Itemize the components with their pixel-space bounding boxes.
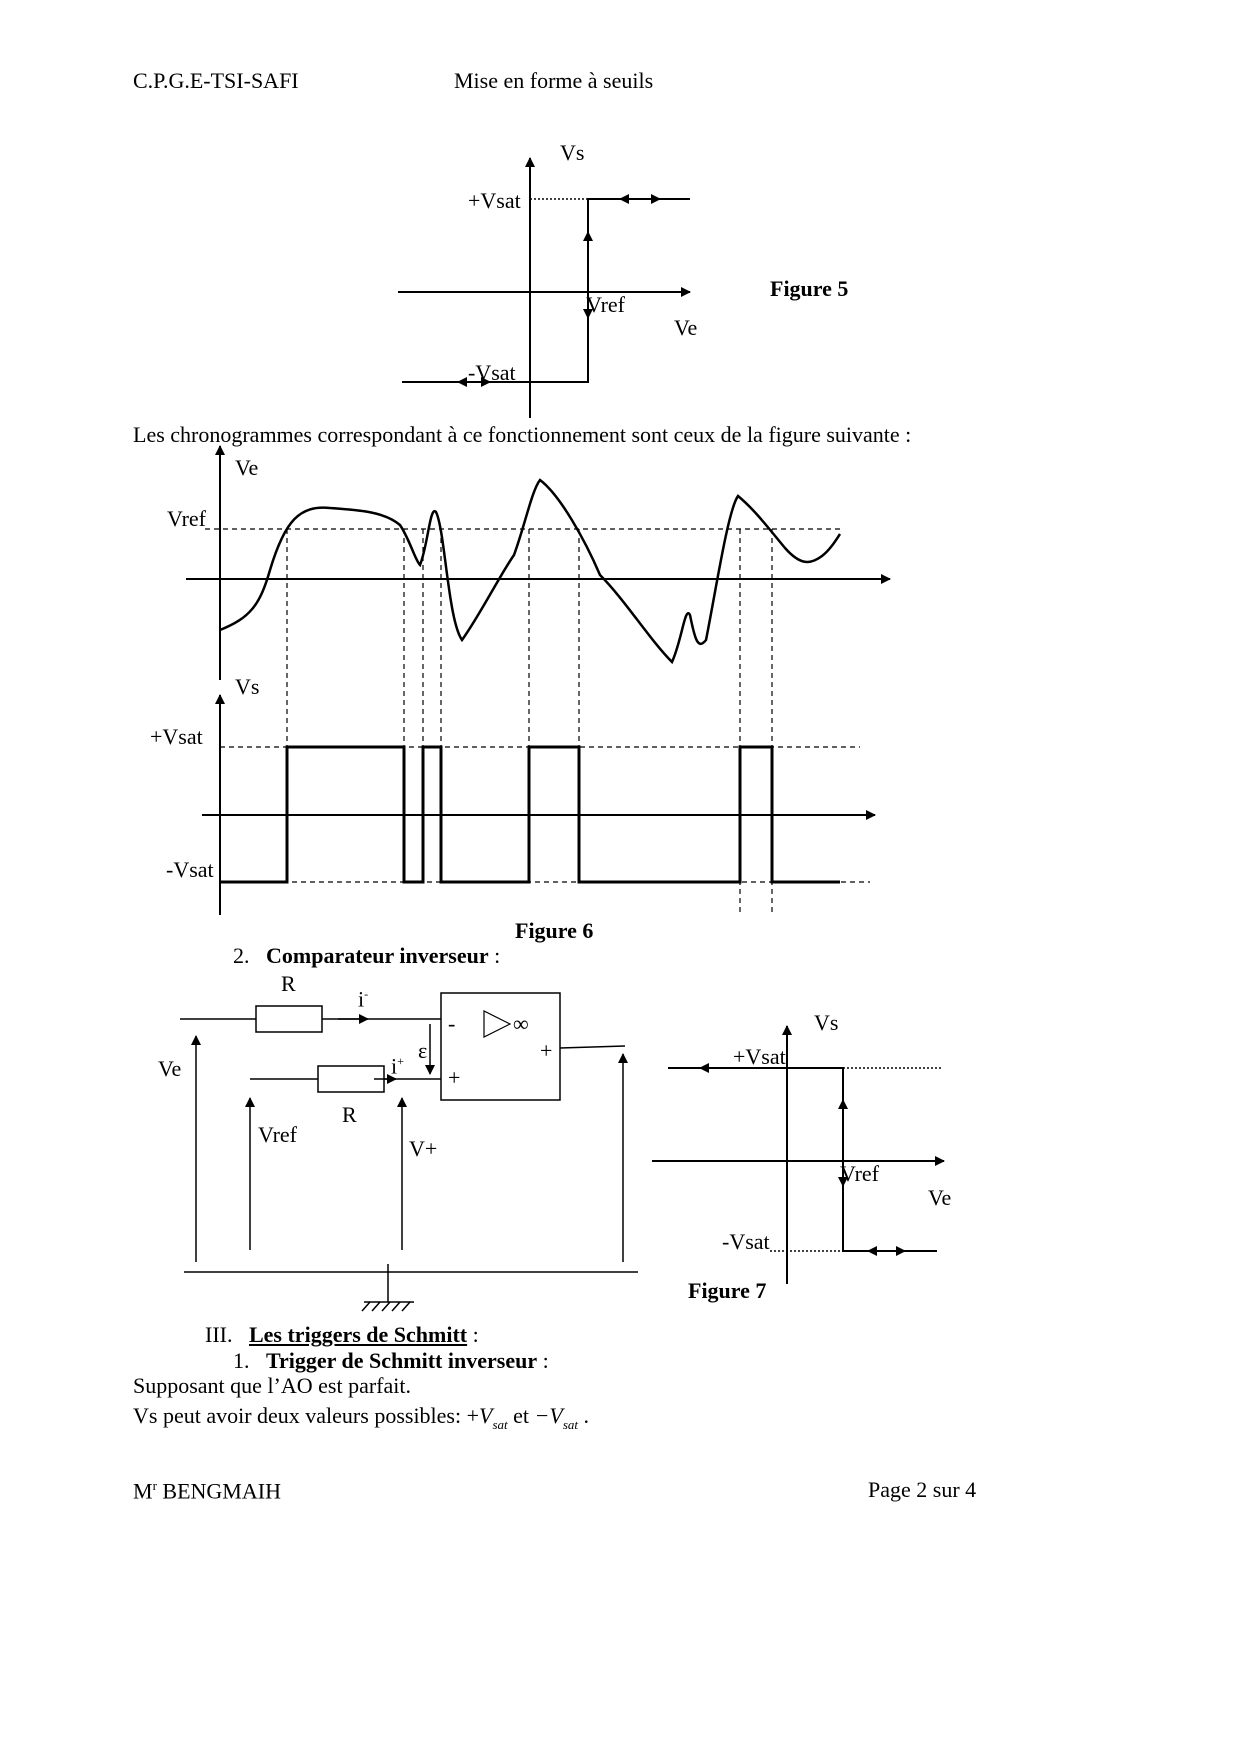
resistor-top [255,1005,323,1033]
body-et: et [507,1403,535,1428]
fig5-label-ve: Ve [674,315,698,340]
circuit-i-plus: i+ [391,1055,404,1077]
subsection-1-number: 1. [233,1348,250,1373]
body-end: . [578,1403,590,1428]
fig6-label-vsat-pos: +Vsat [150,724,203,749]
fig5-label-vsat-pos: +Vsat [468,188,521,213]
i-plus-label: i [391,1053,398,1079]
fig7-label-vs: Vs [814,1010,839,1035]
fig6-vs-wave [220,745,840,884]
footer-page-number: Page 2 sur 4 [868,1477,977,1502]
op-amp-triangle [483,1010,512,1038]
fig5-characteristic [402,198,690,383]
fig6-label-vref: Vref [167,506,206,531]
i-minus-label: i [358,986,365,1012]
fig7-label-vsat-pos: +Vsat [733,1044,786,1069]
section-3-heading: III. Les triggers de Schmitt : [205,1324,479,1346]
section-2-colon: : [488,943,501,968]
body-line-2: Vs peut avoir deux valeurs possibles: +V… [133,1403,590,1432]
circuit-vplus: V+ [409,1136,438,1161]
fig7-characteristic [668,1067,937,1252]
body-line-1: Supposant que l’AO est parfait. [133,1373,411,1398]
circuit-vref: Vref [258,1122,297,1147]
circuit-ve: Ve [158,1056,182,1081]
vsat-pos-sub: sat [492,1417,508,1432]
circuit-i-minus: i- [358,988,368,1010]
fig6-ve-curve [219,478,842,665]
circuit-minus-input: - [448,1011,456,1036]
fig7-caption: Figure 7 [688,1278,767,1303]
footer-author-name: BENGMAIH [156,1478,281,1504]
vsat-pos-symbol: V [479,1403,493,1428]
fig7-label-ve: Ve [928,1185,952,1210]
resistor-bottom [317,1065,385,1093]
i-minus-sup: - [364,987,369,1001]
fig5-label-vsat-neg: -Vsat [468,360,516,385]
fig7-label-vsat-neg: -Vsat [722,1229,770,1254]
subsection-1-heading: 1. Trigger de Schmitt inverseur : [233,1350,549,1372]
section-2-title: Comparateur inverseur [266,943,489,968]
footer-author: Mr BENGMAIH [133,1479,281,1502]
fig6-label-vsat-neg: -Vsat [166,857,214,882]
section-3-colon: : [467,1322,479,1347]
circuit-r-bottom: R [342,1102,357,1127]
fig7-label-vref: Vref [840,1161,879,1186]
vsat-neg-sub: sat [562,1417,579,1432]
body-line-2-prefix: Vs peut avoir deux valeurs possibles: + [133,1403,480,1428]
section-2-heading: 2. Comparateur inverseur : [233,945,500,967]
circuit-infinity: ∞ [513,1011,529,1036]
i-plus-sup: + [397,1054,404,1068]
circuit-out-plus: + [540,1038,553,1063]
fig6-caption: Figure 6 [515,918,594,943]
ground-icon [361,1301,414,1312]
circuit-r-top: R [281,971,296,996]
fig6-label-ve: Ve [235,455,259,480]
vsat-neg-symbol: −V [534,1403,563,1428]
circuit-plus-input: + [448,1065,461,1090]
subsection-1-title: Trigger de Schmitt inverseur [266,1348,538,1373]
subsection-1-colon: : [537,1348,549,1373]
fig6-label-vs: Vs [235,674,260,699]
section-3-title: Les triggers de Schmitt [248,1322,468,1347]
header-title: Mise en forme à seuils [454,68,654,93]
circuit-epsilon: ε [418,1038,428,1063]
intro-text: Les chronogrammes correspondant à ce fon… [133,422,912,447]
header-school: C.P.G.E-TSI-SAFI [133,68,299,93]
fig5-label-vref: Vref [586,292,625,317]
fig5-caption: Figure 5 [770,276,849,301]
footer-author-sup: r [152,1478,157,1493]
section-3-number: III. [205,1322,233,1347]
footer-author-m: M [133,1478,153,1504]
fig6-projections [286,529,773,915]
section-2-number: 2. [233,943,250,968]
fig5-label-vs: Vs [560,140,585,165]
